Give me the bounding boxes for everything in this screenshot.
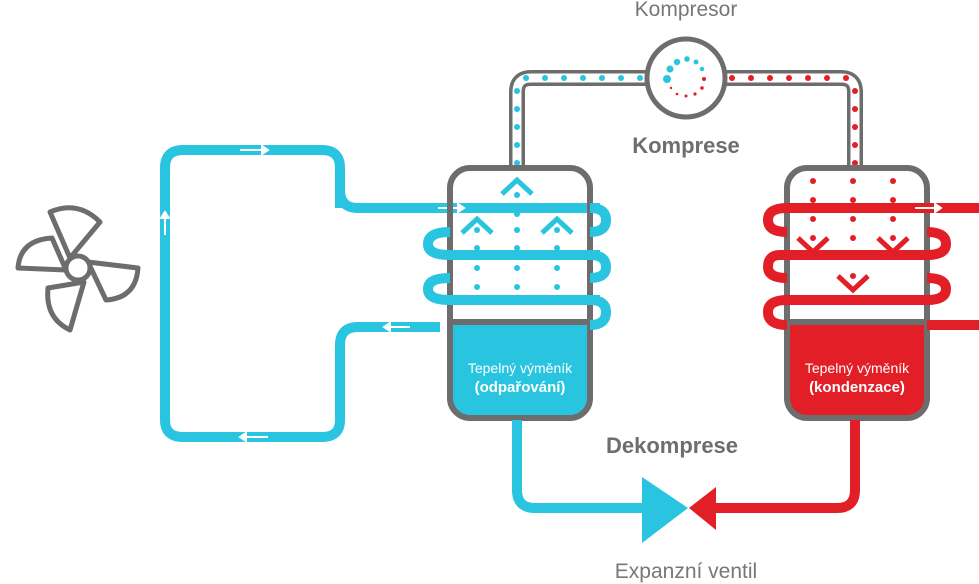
refrigerant-dot (693, 59, 699, 65)
refrigerant-dot (666, 65, 674, 73)
refrigerant-dot (850, 216, 856, 222)
refrigerant-dot (850, 178, 856, 184)
refrigerant-dot (675, 92, 679, 96)
refrigerant-dot (618, 75, 624, 81)
refrigerant-dot (748, 75, 754, 81)
evaporator-subtitle: (odpařování) (474, 379, 566, 396)
refrigerant-dot (514, 106, 520, 112)
refrigerant-dot (580, 75, 586, 81)
refrigerant-dot (810, 197, 816, 203)
refrigerant-dot (514, 124, 520, 130)
chevron-up-icon (500, 176, 534, 196)
refrigerant-dot (474, 245, 480, 251)
condenser-title: Tepelný výměník (804, 360, 910, 376)
evaporator-label: Tepelný výměník (odpařování) (450, 358, 590, 398)
refrigerant-dot (684, 94, 688, 98)
refrigerant-dot (702, 77, 706, 81)
refrigerant-dots (514, 75, 858, 166)
flow-arrow-icon (159, 144, 466, 443)
refrigerant-dot (843, 75, 849, 81)
hot-liquid-line (712, 420, 860, 513)
refrigerant-dot (599, 75, 605, 81)
refrigerant-dot (514, 265, 520, 271)
refrigerant-dot (474, 227, 480, 233)
refrigerant-dot (852, 88, 858, 94)
expansion-valve-icon (642, 477, 716, 543)
refrigerant-dot (514, 88, 520, 94)
refrigerant-dot (561, 75, 567, 81)
condenser-label: Tepelný výměník (kondenzace) (787, 358, 927, 398)
refrigerant-dot (890, 197, 896, 203)
refrigerant-dot (699, 66, 705, 72)
compressor-icon (644, 36, 728, 120)
refrigerant-dot (729, 75, 735, 81)
refrigerant-dot (554, 245, 560, 251)
refrigerant-dot (514, 284, 520, 290)
refrigerant-dot (852, 106, 858, 112)
refrigerant-dot (824, 75, 830, 81)
refrigerant-dot (890, 216, 896, 222)
evaporator-coil (422, 203, 612, 330)
refrigerant-dot (514, 142, 520, 148)
refrigerant-dot (554, 265, 560, 271)
refrigerant-dot (890, 235, 896, 241)
refrigerant-dot (523, 75, 529, 81)
cold-air-loop (160, 145, 600, 442)
refrigerant-dot (810, 216, 816, 222)
refrigerant-dot (786, 75, 792, 81)
refrigerant-dot (852, 160, 858, 166)
evaporator-title: Tepelný výměník (467, 360, 573, 376)
cold-liquid-line (512, 420, 665, 513)
fan-icon (15, 205, 141, 333)
chevron-up-icon (540, 215, 574, 235)
refrigerant-dot (514, 211, 520, 217)
refrigerant-dot (850, 273, 856, 279)
refrigerant-dot (663, 75, 671, 83)
refrigerant-dot (514, 227, 520, 233)
compression-label: Komprese (632, 133, 740, 158)
refrigerant-dot (700, 86, 704, 90)
condenser-subtitle: (kondenzace) (809, 379, 905, 396)
refrigerant-dot (673, 58, 681, 66)
chevron-down-icon (836, 274, 870, 294)
refrigerant-dot (514, 160, 520, 166)
refrigerant-dot (852, 142, 858, 148)
refrigerant-dot (514, 192, 520, 198)
refrigerant-dot (693, 92, 697, 96)
decompression-label: Dekomprese (605, 433, 739, 458)
refrigerant-dot (810, 235, 816, 241)
flow-direction-marks (460, 176, 910, 294)
refrigerant-dot (637, 75, 643, 81)
expansion-valve-label: Expanzní ventil (614, 560, 758, 583)
refrigerant-dot (542, 75, 548, 81)
refrigerant-dot (669, 86, 673, 90)
evaporator (447, 165, 593, 421)
refrigerant-dot (554, 227, 560, 233)
refrigerant-dot (805, 75, 811, 81)
condenser (784, 165, 930, 421)
chevron-up-icon (460, 215, 494, 235)
flow-arrow-icon (915, 202, 943, 214)
chevron-down-icon (796, 236, 830, 256)
refrigerant-dot (474, 265, 480, 271)
chevron-down-icon (876, 236, 910, 256)
refrigerant-dot (890, 178, 896, 184)
compressor-label: Kompresor (634, 0, 738, 21)
refrigerant-dot (767, 75, 773, 81)
refrigerant-dot (474, 284, 480, 290)
refrigerant-dot (850, 197, 856, 203)
refrigerant-dot (514, 245, 520, 251)
condenser-coil (762, 203, 979, 330)
refrigerant-dot (850, 235, 856, 241)
refrigerant-dot (810, 178, 816, 184)
refrigerant-dot (852, 124, 858, 130)
refrigerant-dot (554, 284, 560, 290)
refrigerant-dot (684, 56, 690, 62)
